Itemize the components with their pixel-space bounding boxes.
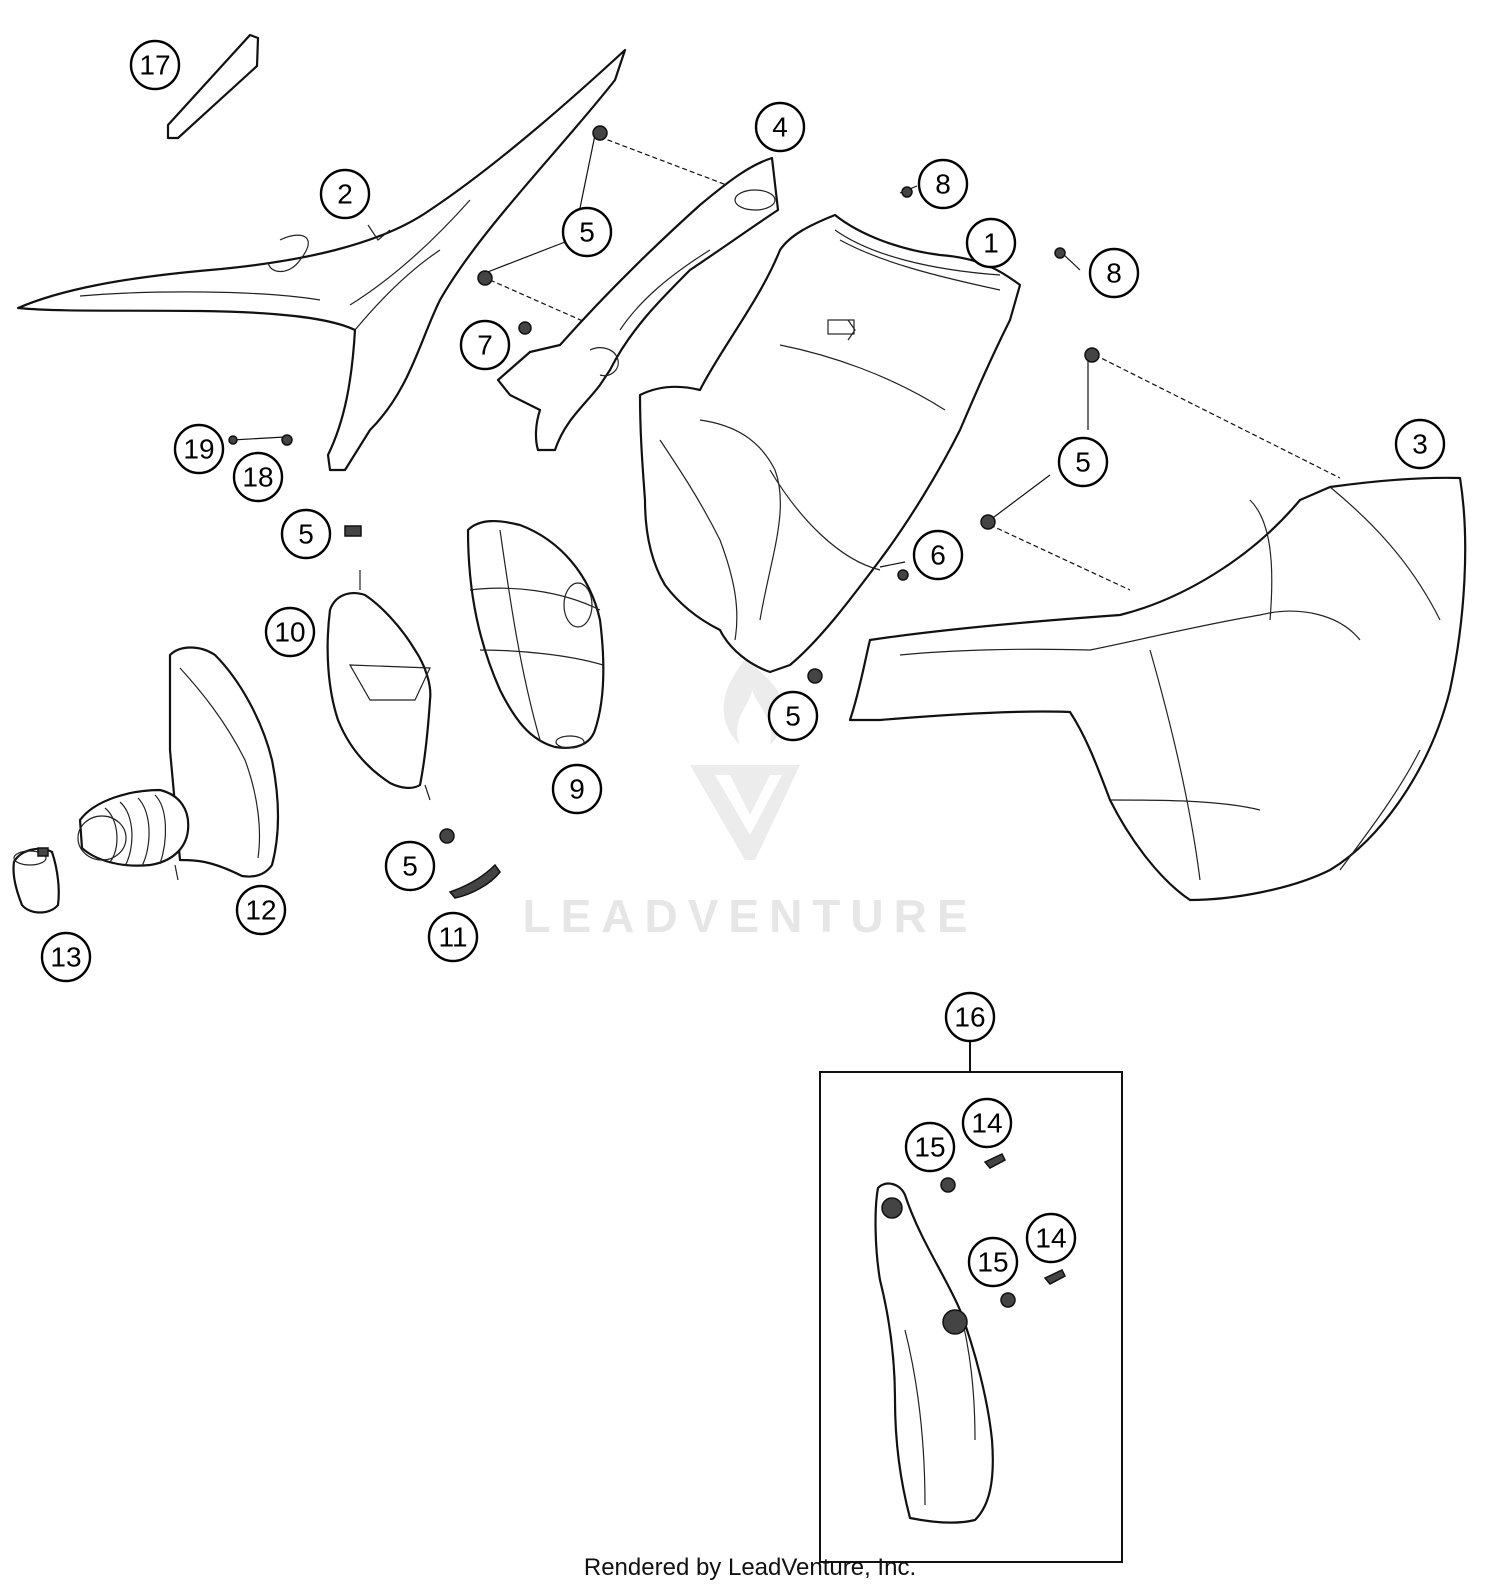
callout-14-b: 14 (1025, 1212, 1077, 1264)
callout-2: 2 (319, 168, 371, 220)
svg-text:14: 14 (971, 1108, 1002, 1139)
svg-text:1: 1 (983, 228, 999, 259)
leader-lines (231, 134, 1341, 1072)
svg-text:5: 5 (298, 519, 314, 550)
callout-13: 13 (40, 931, 92, 983)
part-16-kit (819, 1071, 1123, 1563)
part-16-cover (874, 1182, 994, 1524)
callout-14-a: 14 (961, 1097, 1013, 1149)
callout-7: 7 (459, 319, 511, 371)
grommet-icon (807, 668, 823, 684)
washer-icon (940, 1177, 956, 1193)
svg-text:5: 5 (785, 701, 801, 732)
svg-text:5: 5 (1075, 447, 1091, 478)
svg-text:18: 18 (242, 462, 273, 493)
screw-icon (1043, 1269, 1066, 1285)
svg-text:17: 17 (139, 50, 170, 81)
grommet-icon (592, 125, 608, 141)
callout-9: 9 (551, 763, 603, 815)
svg-text:19: 19 (183, 434, 214, 465)
svg-text:10: 10 (274, 617, 305, 648)
callout-12: 12 (235, 884, 287, 936)
svg-text:8: 8 (935, 169, 951, 200)
nut-icon (518, 321, 532, 335)
svg-text:3: 3 (1412, 429, 1428, 460)
svg-text:13: 13 (50, 942, 81, 973)
screw-icon (901, 186, 913, 198)
screw-icon (228, 435, 238, 445)
part-13-hose-clamp (12, 847, 60, 914)
callout-8-b: 8 (1088, 247, 1140, 299)
small-hardware (228, 125, 1100, 899)
callout-15-b: 15 (967, 1236, 1019, 1288)
callout-15-a: 15 (904, 1121, 956, 1173)
bolt-icon (942, 1309, 968, 1335)
grommet-icon (439, 828, 455, 844)
grommet-icon (344, 525, 362, 537)
callout-5-b: 5 (1057, 436, 1109, 488)
svg-text:14: 14 (1035, 1223, 1066, 1254)
part-4-airbox-cover-left (496, 156, 780, 452)
callout-1: 1 (965, 217, 1017, 269)
kit-box-frame (819, 1071, 1123, 1563)
part-3-side-panel-right (848, 476, 1467, 902)
grommet-icon (980, 514, 996, 530)
callout-4: 4 (754, 101, 806, 153)
washer-icon (1000, 1292, 1016, 1308)
grommet-icon (1084, 347, 1100, 363)
svg-text:16: 16 (954, 1002, 985, 1033)
washer-icon (281, 434, 293, 446)
footer-credit: Rendered by LeadVenture, Inc. (584, 1554, 916, 1581)
part-2-side-panel (16, 48, 627, 472)
callout-3: 3 (1394, 418, 1446, 470)
part-10-filter-holder (326, 570, 432, 801)
callout-5-a: 5 (561, 206, 613, 258)
svg-text:2: 2 (337, 179, 353, 210)
svg-text:12: 12 (245, 895, 276, 926)
svg-text:5: 5 (579, 217, 595, 248)
callout-5-c: 5 (280, 508, 332, 560)
callout-5-e: 5 (384, 840, 436, 892)
svg-text:9: 9 (569, 774, 585, 805)
grommet-icon (477, 270, 493, 286)
callout-11: 11 (427, 911, 479, 963)
svg-text:8: 8 (1106, 258, 1122, 289)
callout-18: 18 (232, 451, 284, 503)
part-17-decal (166, 33, 260, 140)
watermark-brand-text: LEADVENTURE (522, 890, 977, 942)
callout-10: 10 (264, 606, 316, 658)
svg-text:6: 6 (930, 540, 946, 571)
callout-5-d: 5 (767, 690, 819, 742)
svg-text:15: 15 (977, 1247, 1008, 1278)
svg-text:4: 4 (772, 112, 788, 143)
part-12-intake-boot (77, 646, 280, 881)
part-1-airbox (638, 213, 1022, 674)
screw-icon (1054, 247, 1066, 259)
part-9-filter-cage (466, 520, 605, 749)
callout-8-a: 8 (917, 158, 969, 210)
svg-text:5: 5 (402, 851, 418, 882)
callout-6: 6 (912, 529, 964, 581)
screw-icon (983, 1153, 1006, 1169)
nut-icon (897, 569, 909, 581)
callout-19: 19 (173, 423, 225, 475)
watermark-v-logo-icon (690, 765, 800, 860)
bolt-icon (881, 1197, 903, 1219)
svg-text:7: 7 (477, 330, 493, 361)
callout-16: 16 (944, 991, 996, 1043)
clip-icon (448, 863, 501, 899)
callout-17: 17 (129, 39, 181, 91)
svg-text:15: 15 (914, 1132, 945, 1163)
svg-text:11: 11 (438, 922, 467, 953)
